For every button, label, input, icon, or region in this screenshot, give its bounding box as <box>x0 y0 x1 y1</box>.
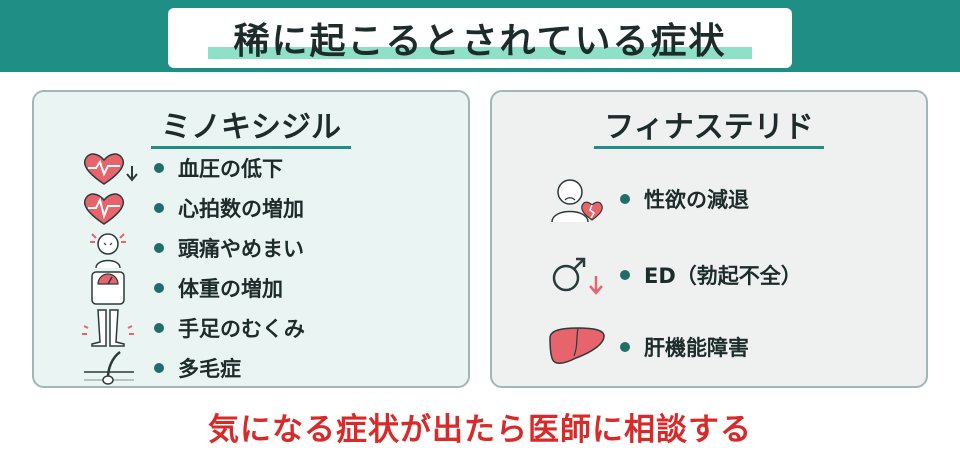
footer-message: 気になる症状が出たら医師に相談する <box>208 412 752 448</box>
male-symbol-down-icon <box>542 252 612 298</box>
heart-down-icon <box>76 148 146 188</box>
swollen-legs-icon <box>76 308 146 348</box>
list-item-libido: 性欲の減退 <box>542 176 749 222</box>
minoxidil-card: ミノキシジル 血圧の低下 心拍数の増加 <box>32 90 470 388</box>
minoxidil-heading: ミノキシジル <box>34 102 468 146</box>
sad-person-broken-heart-icon <box>542 176 612 222</box>
list-item-heart-rate: 心拍数の増加 <box>76 188 304 228</box>
list-item-headache: 頭痛やめまい <box>76 228 304 268</box>
bullet <box>620 194 630 204</box>
hair-follicle-icon <box>76 348 146 388</box>
bullet <box>154 203 164 213</box>
bullet <box>154 363 164 373</box>
list-item-swelling: 手足のむくみ <box>76 308 305 348</box>
bullet <box>620 342 630 352</box>
list-item-liver: 肝機能障害 <box>542 324 749 370</box>
scale-icon <box>76 268 146 308</box>
bullet <box>154 243 164 253</box>
title-box: 稀に起こるとされている症状 <box>168 8 792 68</box>
dizzy-person-icon <box>76 228 146 268</box>
liver-icon <box>542 324 612 370</box>
list-item-blood-pressure: 血圧の低下 <box>76 148 283 188</box>
bullet <box>154 163 164 173</box>
page-title: 稀に起こるとされている症状 <box>233 21 727 62</box>
bullet <box>154 323 164 333</box>
bullet <box>154 283 164 293</box>
list-item-hypertrichosis: 多毛症 <box>76 348 241 388</box>
heartbeat-icon <box>76 188 146 228</box>
finasteride-card: フィナステリド 性欲の減退 ED（勃起不全） <box>490 90 928 388</box>
finasteride-heading: フィナステリド <box>492 102 926 146</box>
list-item-ed: ED（勃起不全） <box>542 252 802 298</box>
list-item-weight-gain: 体重の増加 <box>76 268 283 308</box>
title-highlight <box>208 47 752 59</box>
bullet <box>620 270 630 280</box>
